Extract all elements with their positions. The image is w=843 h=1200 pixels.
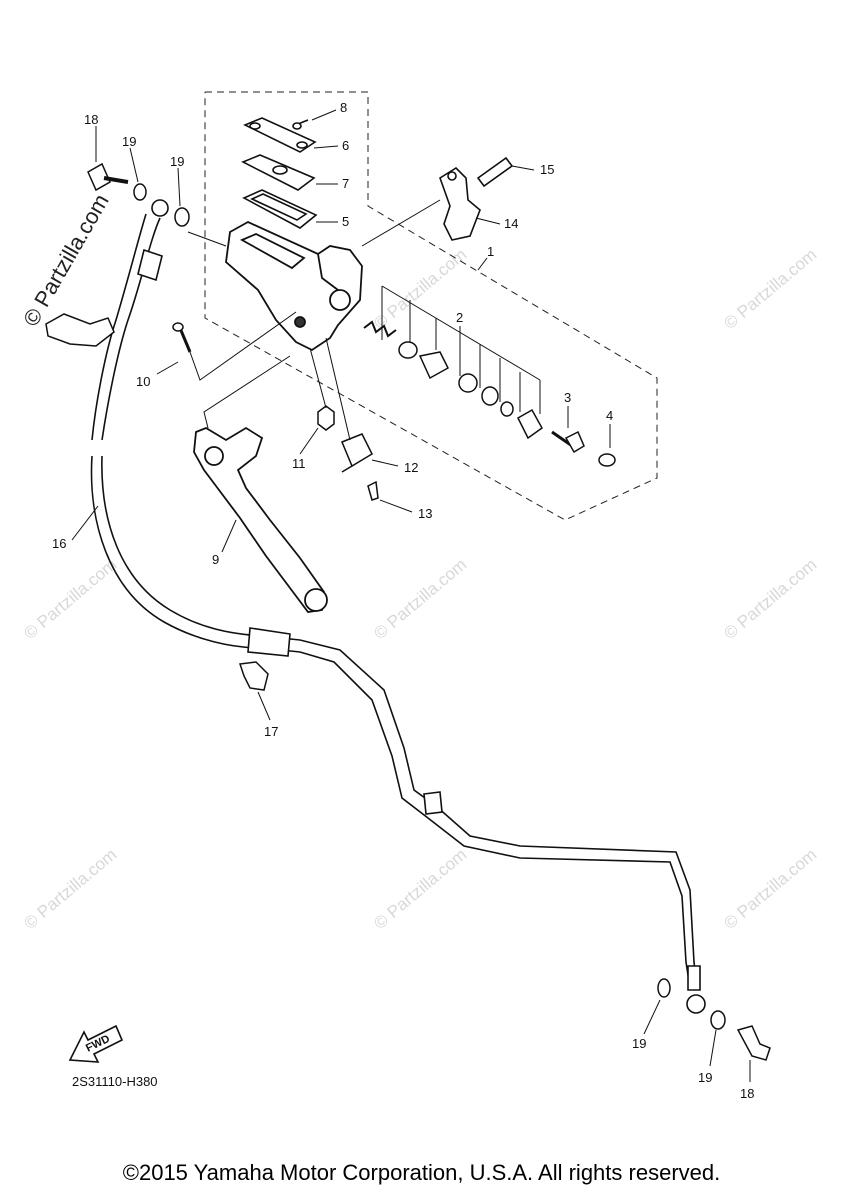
callout-8: 8 [340, 100, 347, 115]
callout-12: 12 [404, 460, 418, 475]
watermark: © Partzilla.com [720, 245, 820, 333]
clutch-lever [193, 426, 328, 613]
fwd-arrow: FWD [68, 1024, 124, 1063]
callout-3: 3 [564, 390, 571, 405]
fasteners [45, 162, 771, 1061]
reservoir-cap-stack [241, 117, 318, 229]
watermark-grid: © Partzilla.com © Partzilla.com © Partzi… [20, 245, 820, 933]
copyright-notice: ©2015 Yamaha Motor Corporation, U.S.A. A… [122, 1160, 721, 1185]
callout-2: 2 [456, 310, 463, 325]
callout-labels: 8 6 7 5 15 14 1 2 3 4 10 11 12 13 9 16 1… [52, 100, 754, 1101]
watermark: © Partzilla.com [370, 845, 470, 933]
callout-13: 13 [418, 506, 432, 521]
fwd-arrow-icon [68, 1024, 124, 1063]
watermark: © Partzilla.com [370, 555, 470, 643]
part-number: 2S31110-H380 [72, 1074, 158, 1089]
handlebar-clamp [439, 156, 514, 241]
watermark: © Partzilla.com [720, 555, 820, 643]
callout-17: 17 [264, 724, 278, 739]
master-cylinder-body [225, 220, 363, 352]
callout-15: 15 [540, 162, 554, 177]
callout-9: 9 [212, 552, 219, 567]
callout-19-bottom-a: 19 [632, 1036, 646, 1051]
callout-19-top-b: 19 [170, 154, 184, 169]
watermark: © Partzilla.com [720, 845, 820, 933]
watermark: © Partzilla.com [20, 555, 120, 643]
lever-hardware [172, 322, 379, 501]
callout-16: 16 [52, 536, 66, 551]
callout-5: 5 [342, 214, 349, 229]
hose-fittings [137, 199, 706, 1014]
callout-11: 11 [292, 456, 306, 471]
callout-19-top-a: 19 [122, 134, 136, 149]
piston-kit [363, 285, 543, 440]
callout-18-top: 18 [84, 112, 98, 127]
watermark: © Partzilla.com [20, 845, 120, 933]
callout-4: 4 [606, 408, 613, 423]
callout-14: 14 [504, 216, 518, 231]
callout-10: 10 [136, 374, 150, 389]
callout-19-bottom-b: 19 [698, 1070, 712, 1085]
leader-lines [187, 199, 441, 441]
callout-6: 6 [342, 138, 349, 153]
push-rod [551, 430, 616, 467]
callout-18-bottom: 18 [740, 1086, 754, 1101]
callout-leaders [71, 109, 751, 1082]
assembly-outline [204, 91, 658, 521]
callout-1: 1 [487, 244, 494, 259]
clutch-hose [90, 213, 698, 989]
callout-7: 7 [342, 176, 349, 191]
